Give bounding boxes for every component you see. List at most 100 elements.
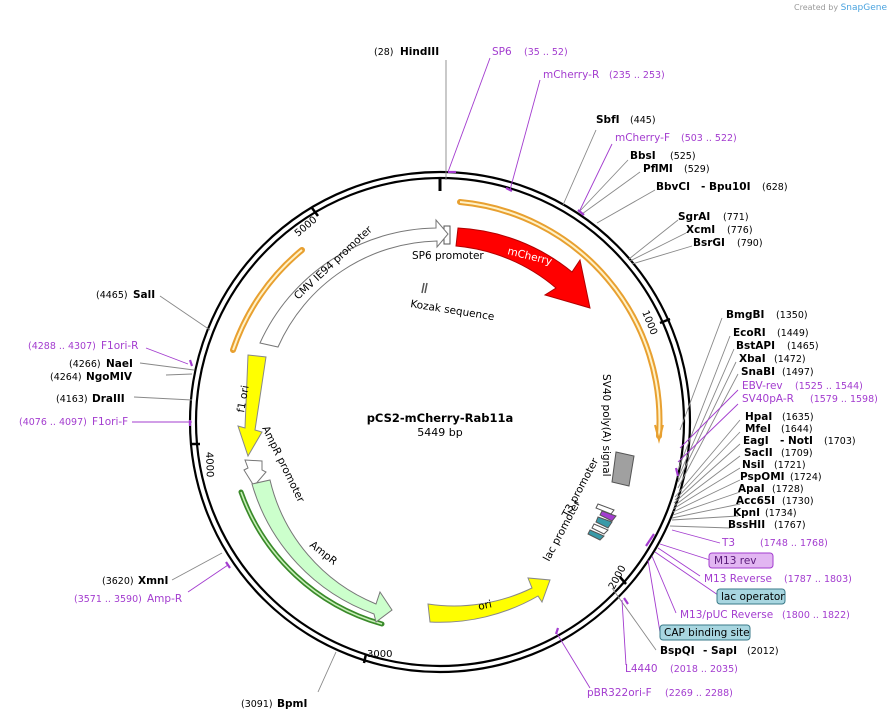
ngomiv-pos: (4264) bbox=[50, 372, 82, 383]
mfei-name: MfeI bbox=[745, 423, 771, 435]
noti-name: NotI bbox=[788, 435, 813, 447]
ebv-rev-pos: (1525 .. 1544) bbox=[795, 381, 863, 392]
snapgene-watermark: Created by SnapGene bbox=[794, 3, 887, 13]
m13-puc-reverse-name: M13/pUC Reverse bbox=[680, 609, 773, 621]
bstapi-pos: (1465) bbox=[787, 341, 819, 352]
bmgbi-pos: (1350) bbox=[776, 310, 808, 321]
kozak-mark bbox=[421, 282, 428, 294]
xmni-pos: (3620) bbox=[102, 576, 134, 587]
tick-label-2000: 2000 bbox=[607, 564, 629, 592]
bstapi-name: BstAPI bbox=[736, 340, 775, 352]
xcmi-pos: (776) bbox=[727, 225, 753, 236]
sv40pa-r-pos: (1579 .. 1598) bbox=[810, 394, 878, 405]
bbvci-name: BbvCI bbox=[656, 181, 690, 193]
kpni-name: KpnI bbox=[733, 507, 760, 519]
snapgene-logo: SnapGene bbox=[840, 3, 887, 13]
pbr322ori-f-pos: (2269 .. 2288) bbox=[665, 688, 733, 699]
sp6-promoter-label: SP6 promoter bbox=[412, 250, 484, 262]
sv40pa-r-name: SV40pA-R bbox=[742, 393, 794, 405]
sapi-name: SapI bbox=[711, 645, 737, 657]
xcmi-name: XcmI bbox=[686, 224, 715, 236]
kozak-label: Kozak sequence bbox=[410, 298, 496, 323]
bspqi-name: BspQI bbox=[660, 645, 695, 657]
eagi-sep: - bbox=[780, 435, 784, 447]
pflmi-name: PflMI bbox=[643, 163, 673, 175]
bspqi-sep: - bbox=[703, 645, 707, 657]
bsrgi-pos: (790) bbox=[737, 238, 763, 249]
enzyme-leader-lines bbox=[133, 60, 741, 693]
hpai-pos: (1635) bbox=[782, 412, 814, 423]
pflmi-pos: (529) bbox=[684, 164, 710, 175]
f1ori-f-name: F1ori-F bbox=[92, 416, 128, 428]
sacii-pos: (1709) bbox=[781, 448, 813, 459]
lac-operator-box: lac operator bbox=[716, 588, 786, 605]
hindiii-name: HindIII bbox=[400, 46, 439, 58]
m13-reverse-pos: (1787 .. 1803) bbox=[784, 574, 852, 585]
l4440-pos: (2018 .. 2035) bbox=[670, 664, 738, 675]
bsshii-name: BssHII bbox=[728, 519, 765, 531]
f1ori-r-name: F1ori-R bbox=[101, 340, 138, 352]
pspomi-pos: (1724) bbox=[790, 472, 822, 483]
sgrai-name: SgrAI bbox=[678, 211, 710, 223]
mcherry-f-pos: (503 .. 522) bbox=[681, 133, 737, 144]
f1ori-r-pos: (4288 .. 4307) bbox=[28, 341, 96, 352]
f1ori-arrow bbox=[237, 354, 267, 458]
sp6-primer-name: SP6 bbox=[492, 46, 512, 58]
draiii-name: DraIII bbox=[92, 393, 125, 405]
apai-pos: (1728) bbox=[772, 484, 804, 495]
apai-name: ApaI bbox=[738, 483, 765, 495]
mcherry-f-name: mCherry-F bbox=[615, 132, 670, 144]
t3-primer-name: T3 bbox=[721, 537, 735, 549]
cmv-promoter-arrow bbox=[259, 218, 449, 348]
snabi-name: SnaBI bbox=[741, 366, 775, 378]
sp6-primer-pos: (35 .. 52) bbox=[524, 47, 568, 58]
bbsi-name: BbsI bbox=[630, 150, 656, 162]
bbvci-sep: - bbox=[701, 181, 705, 193]
primer-marks bbox=[188, 170, 680, 635]
sali-name: SalI bbox=[133, 289, 155, 301]
nsii-name: NsiI bbox=[742, 459, 765, 471]
cap-binding-label: CAP binding site bbox=[664, 627, 750, 639]
eagi-pos: (1703) bbox=[824, 436, 856, 447]
mcherry-r-pos: (235 .. 253) bbox=[609, 70, 665, 81]
amp-r-pos: (3571 .. 3590) bbox=[74, 594, 142, 605]
xbai-name: XbaI bbox=[739, 353, 766, 365]
ori-label: ori bbox=[477, 598, 493, 613]
bpmi-pos: (3091) bbox=[241, 699, 273, 710]
draiii-pos: (4163) bbox=[56, 394, 88, 405]
sali-pos: (4465) bbox=[96, 290, 128, 301]
pbr322ori-f-name: pBR322ori-F bbox=[587, 687, 652, 699]
pspomi-name: PspOMI bbox=[740, 471, 785, 483]
ebv-rev-name: EBV-rev bbox=[742, 380, 783, 392]
sbfi-name: SbfI bbox=[596, 114, 620, 126]
kpni-pos: (1734) bbox=[765, 508, 797, 519]
bsrgi-name: BsrGI bbox=[693, 237, 725, 249]
amp-r-name: Amp-R bbox=[147, 593, 182, 605]
bpu10i-name: Bpu10I bbox=[709, 181, 751, 193]
plasmid-name: pCS2-mCherry-Rab11a bbox=[367, 411, 514, 425]
lac-operator-label: lac operator bbox=[721, 591, 785, 603]
f1ori-label: f1 ori bbox=[235, 384, 252, 413]
tick-label-3000: 3000 bbox=[367, 649, 392, 660]
ngomiv-name: NgoMIV bbox=[86, 371, 133, 383]
snabi-pos: (1497) bbox=[782, 367, 814, 378]
bmgbi-name: BmgBI bbox=[726, 309, 764, 321]
bpmi-name: BpmI bbox=[277, 698, 307, 710]
mfei-pos: (1644) bbox=[781, 424, 813, 435]
acc65i-name: Acc65I bbox=[736, 495, 775, 507]
t3-primer-pos: (1748 .. 1768) bbox=[760, 538, 828, 549]
bsshii-pos: (1767) bbox=[774, 520, 806, 531]
bbvci-pos: (628) bbox=[762, 182, 788, 193]
m13-reverse-name: M13 Reverse bbox=[704, 573, 772, 585]
naei-name: NaeI bbox=[106, 358, 133, 370]
ori-arrow bbox=[427, 577, 551, 623]
f1ori-f-pos: (4076 .. 4097) bbox=[19, 417, 87, 428]
primer-leader-lines bbox=[132, 57, 739, 689]
sbfi-pos: (445) bbox=[630, 115, 656, 126]
ecori-name: EcoRI bbox=[733, 327, 766, 339]
mcherry-r-name: mCherry-R bbox=[543, 69, 599, 81]
hindiii-pos: (28) bbox=[374, 47, 394, 58]
m13-rev-box: M13 rev bbox=[708, 552, 774, 569]
ampr-promoter-arrow bbox=[243, 459, 267, 487]
sgrai-pos: (771) bbox=[723, 212, 749, 223]
